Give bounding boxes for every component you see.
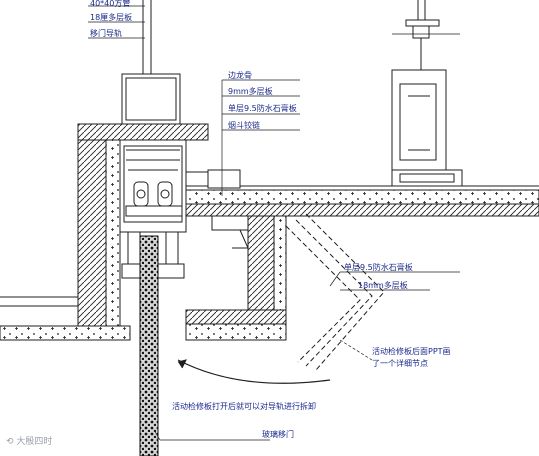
glass-sliding-door [139, 235, 159, 456]
main-ceiling-board [185, 189, 539, 205]
edge-keel [207, 169, 241, 189]
left-wall-board [77, 139, 107, 327]
label-edge-keel: 边龙骨 [228, 71, 252, 80]
open-panel-outline [285, 225, 361, 363]
label-glass-door: 玻璃移门 [262, 430, 294, 439]
label-multilayer-18-top: 18厘多层板 [90, 13, 133, 22]
rail-housing [119, 139, 187, 233]
label-multilayer-18-right: 18mm多层板 [358, 281, 408, 290]
label-note-open: 活动检修板打开后就可以对导轨进行拆卸 [172, 402, 316, 411]
left-ceiling-board [0, 325, 131, 341]
label-note-ppt-line1: 活动检修板后面PPT画 [372, 347, 451, 356]
access-panel-bottom [185, 309, 287, 325]
label-note-ppt-line2: 了一个详细节点 [372, 359, 428, 368]
watermark: ⟲ 大殷四时 [6, 434, 52, 447]
multilayer-board-top [77, 123, 209, 141]
curved-arrow [177, 359, 331, 384]
label-gypsum-top: 单层9.5防水石膏板 [228, 104, 297, 113]
watermark-text: 大殷四时 [16, 437, 53, 447]
label-board-9mm: 9mm多层板 [228, 87, 273, 96]
label-hinge: 烟斗铰链 [228, 121, 260, 130]
label-square-tube: 40*40方管 [90, 0, 131, 8]
c-channel [391, 69, 447, 171]
square-tube [121, 73, 181, 125]
share-logo-icon: ⟲ [6, 437, 14, 447]
label-gypsum-right: 单层9.5防水石膏板 [344, 263, 413, 272]
label-sliding-rail: 移门导轨 [90, 29, 122, 38]
